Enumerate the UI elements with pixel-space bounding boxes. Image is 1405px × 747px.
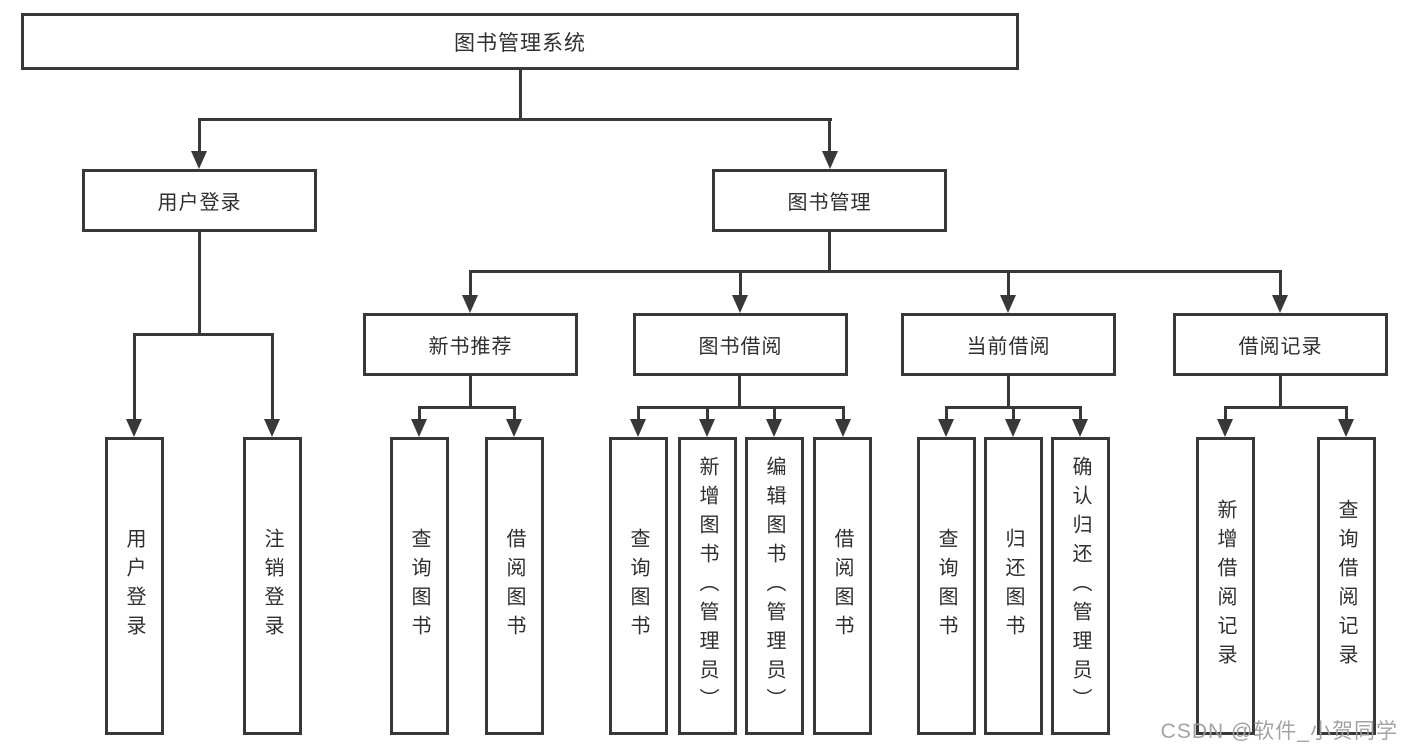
arrow-into-d1	[1217, 419, 1233, 437]
node-user-login-label: 用户登录	[157, 192, 242, 214]
leaf-current-query-label: 查询图书	[935, 528, 957, 644]
connector-new-books-bus	[418, 406, 516, 409]
leaf-records-add: 新增借阅记录	[1196, 437, 1255, 735]
arrow-into-b3	[766, 419, 782, 437]
node-root-label: 图书管理系统	[454, 31, 586, 55]
leaf-borrow-edit-admin-label: 编辑图书（管理员）	[763, 455, 785, 717]
connector-drop-d1	[1224, 408, 1227, 420]
leaf-user-login-label: 用户登录	[123, 528, 145, 644]
node-current-borrow: 当前借阅	[901, 313, 1116, 376]
connector-drop-b2	[706, 408, 709, 420]
connector-book-borrow-stub	[738, 376, 741, 408]
leaf-borrow-edit-admin: 编辑图书（管理员）	[745, 437, 804, 735]
connector-level2-bus	[198, 118, 832, 121]
connector-borrow-records-bus	[1224, 406, 1348, 409]
connector-user-login-stub	[198, 232, 201, 335]
connector-root-stub	[519, 70, 522, 120]
node-user-login: 用户登录	[82, 169, 317, 232]
node-root-system: 图书管理系统	[21, 13, 1019, 70]
leaf-current-confirm-admin: 确认归还（管理员）	[1051, 437, 1110, 735]
connector-drop-b1	[637, 408, 640, 420]
leaf-current-query: 查询图书	[917, 437, 976, 735]
node-book-mgmt-label: 图书管理	[787, 192, 872, 214]
arrow-into-new-books	[462, 295, 478, 313]
leaf-newbooks-query: 查询图书	[390, 437, 449, 735]
arrow-into-c3	[1072, 419, 1088, 437]
connector-drop-book-borrow	[739, 272, 742, 296]
leaf-user-login: 用户登录	[105, 437, 164, 735]
connector-current-borrow-bus	[945, 406, 1082, 409]
node-new-books-label: 新书推荐	[428, 336, 513, 358]
connector-drop-c3	[1079, 408, 1082, 420]
leaf-borrow-add-admin: 新增图书（管理员）	[678, 437, 737, 735]
leaf-logout: 注销登录	[243, 437, 302, 735]
leaf-current-confirm-admin-label: 确认归还（管理员）	[1069, 455, 1091, 717]
connector-current-borrow-stub	[1007, 376, 1010, 408]
arrow-into-leaf-logout	[264, 419, 280, 437]
arrow-into-a1	[411, 419, 427, 437]
leaf-borrow-borrow-label: 借阅图书	[831, 528, 853, 644]
leaf-records-query-label: 查询借阅记录	[1335, 499, 1357, 673]
connector-level3-bus	[469, 270, 1282, 273]
connector-user-login-bus	[133, 333, 274, 336]
connector-drop-current-borrow	[1007, 272, 1010, 296]
arrow-into-b1	[630, 419, 646, 437]
arrow-into-book-mgmt	[822, 151, 838, 169]
connector-drop-c2	[1012, 408, 1015, 420]
leaf-borrow-query-label: 查询图书	[627, 528, 649, 644]
connector-drop-leaf-login	[133, 335, 136, 419]
connector-new-books-stub	[469, 376, 472, 408]
node-borrow-records-label: 借阅记录	[1238, 336, 1323, 358]
connector-drop-a1	[418, 408, 421, 420]
connector-drop-new-books	[469, 272, 472, 296]
connector-drop-leaf-logout	[271, 335, 274, 419]
connector-drop-d2	[1345, 408, 1348, 420]
node-new-books: 新书推荐	[363, 313, 578, 376]
connector-drop-book-mgmt	[828, 120, 831, 152]
arrow-into-leaf-login	[126, 419, 142, 437]
leaf-newbooks-query-label: 查询图书	[408, 528, 430, 644]
leaf-newbooks-borrow: 借阅图书	[485, 437, 544, 735]
connector-drop-b3	[773, 408, 776, 420]
connector-drop-user-login	[198, 120, 201, 152]
connector-drop-b4	[842, 408, 845, 420]
leaf-newbooks-borrow-label: 借阅图书	[503, 528, 525, 644]
arrow-into-book-borrow	[732, 295, 748, 313]
connector-book-mgmt-stub	[828, 232, 831, 272]
arrow-into-user-login	[191, 151, 207, 169]
connector-book-borrow-bus	[637, 406, 845, 409]
connector-drop-borrow-records	[1279, 272, 1282, 296]
arrow-into-c2	[1005, 419, 1021, 437]
arrow-into-d2	[1338, 419, 1354, 437]
arrow-into-borrow-records	[1272, 295, 1288, 313]
leaf-records-query: 查询借阅记录	[1317, 437, 1376, 735]
leaf-records-add-label: 新增借阅记录	[1214, 499, 1236, 673]
node-current-borrow-label: 当前借阅	[966, 336, 1051, 358]
arrow-into-b4	[835, 419, 851, 437]
leaf-current-return: 归还图书	[984, 437, 1043, 735]
leaf-logout-label: 注销登录	[261, 528, 283, 644]
connector-borrow-records-stub	[1279, 376, 1282, 408]
leaf-current-return-label: 归还图书	[1002, 528, 1024, 644]
leaf-borrow-borrow: 借阅图书	[813, 437, 872, 735]
csdn-watermark: CSDN @软件_小贺同学	[1160, 720, 1398, 743]
node-book-borrow: 图书借阅	[633, 313, 848, 376]
arrow-into-c1	[938, 419, 954, 437]
arrow-into-b2	[699, 419, 715, 437]
node-borrow-records: 借阅记录	[1173, 313, 1388, 376]
leaf-borrow-query: 查询图书	[609, 437, 668, 735]
leaf-borrow-add-admin-label: 新增图书（管理员）	[696, 455, 718, 717]
arrow-into-a2	[506, 419, 522, 437]
connector-drop-a2	[513, 408, 516, 420]
connector-drop-c1	[945, 408, 948, 420]
arrow-into-current-borrow	[1000, 295, 1016, 313]
node-book-mgmt: 图书管理	[712, 169, 947, 232]
node-book-borrow-label: 图书借阅	[698, 336, 783, 358]
